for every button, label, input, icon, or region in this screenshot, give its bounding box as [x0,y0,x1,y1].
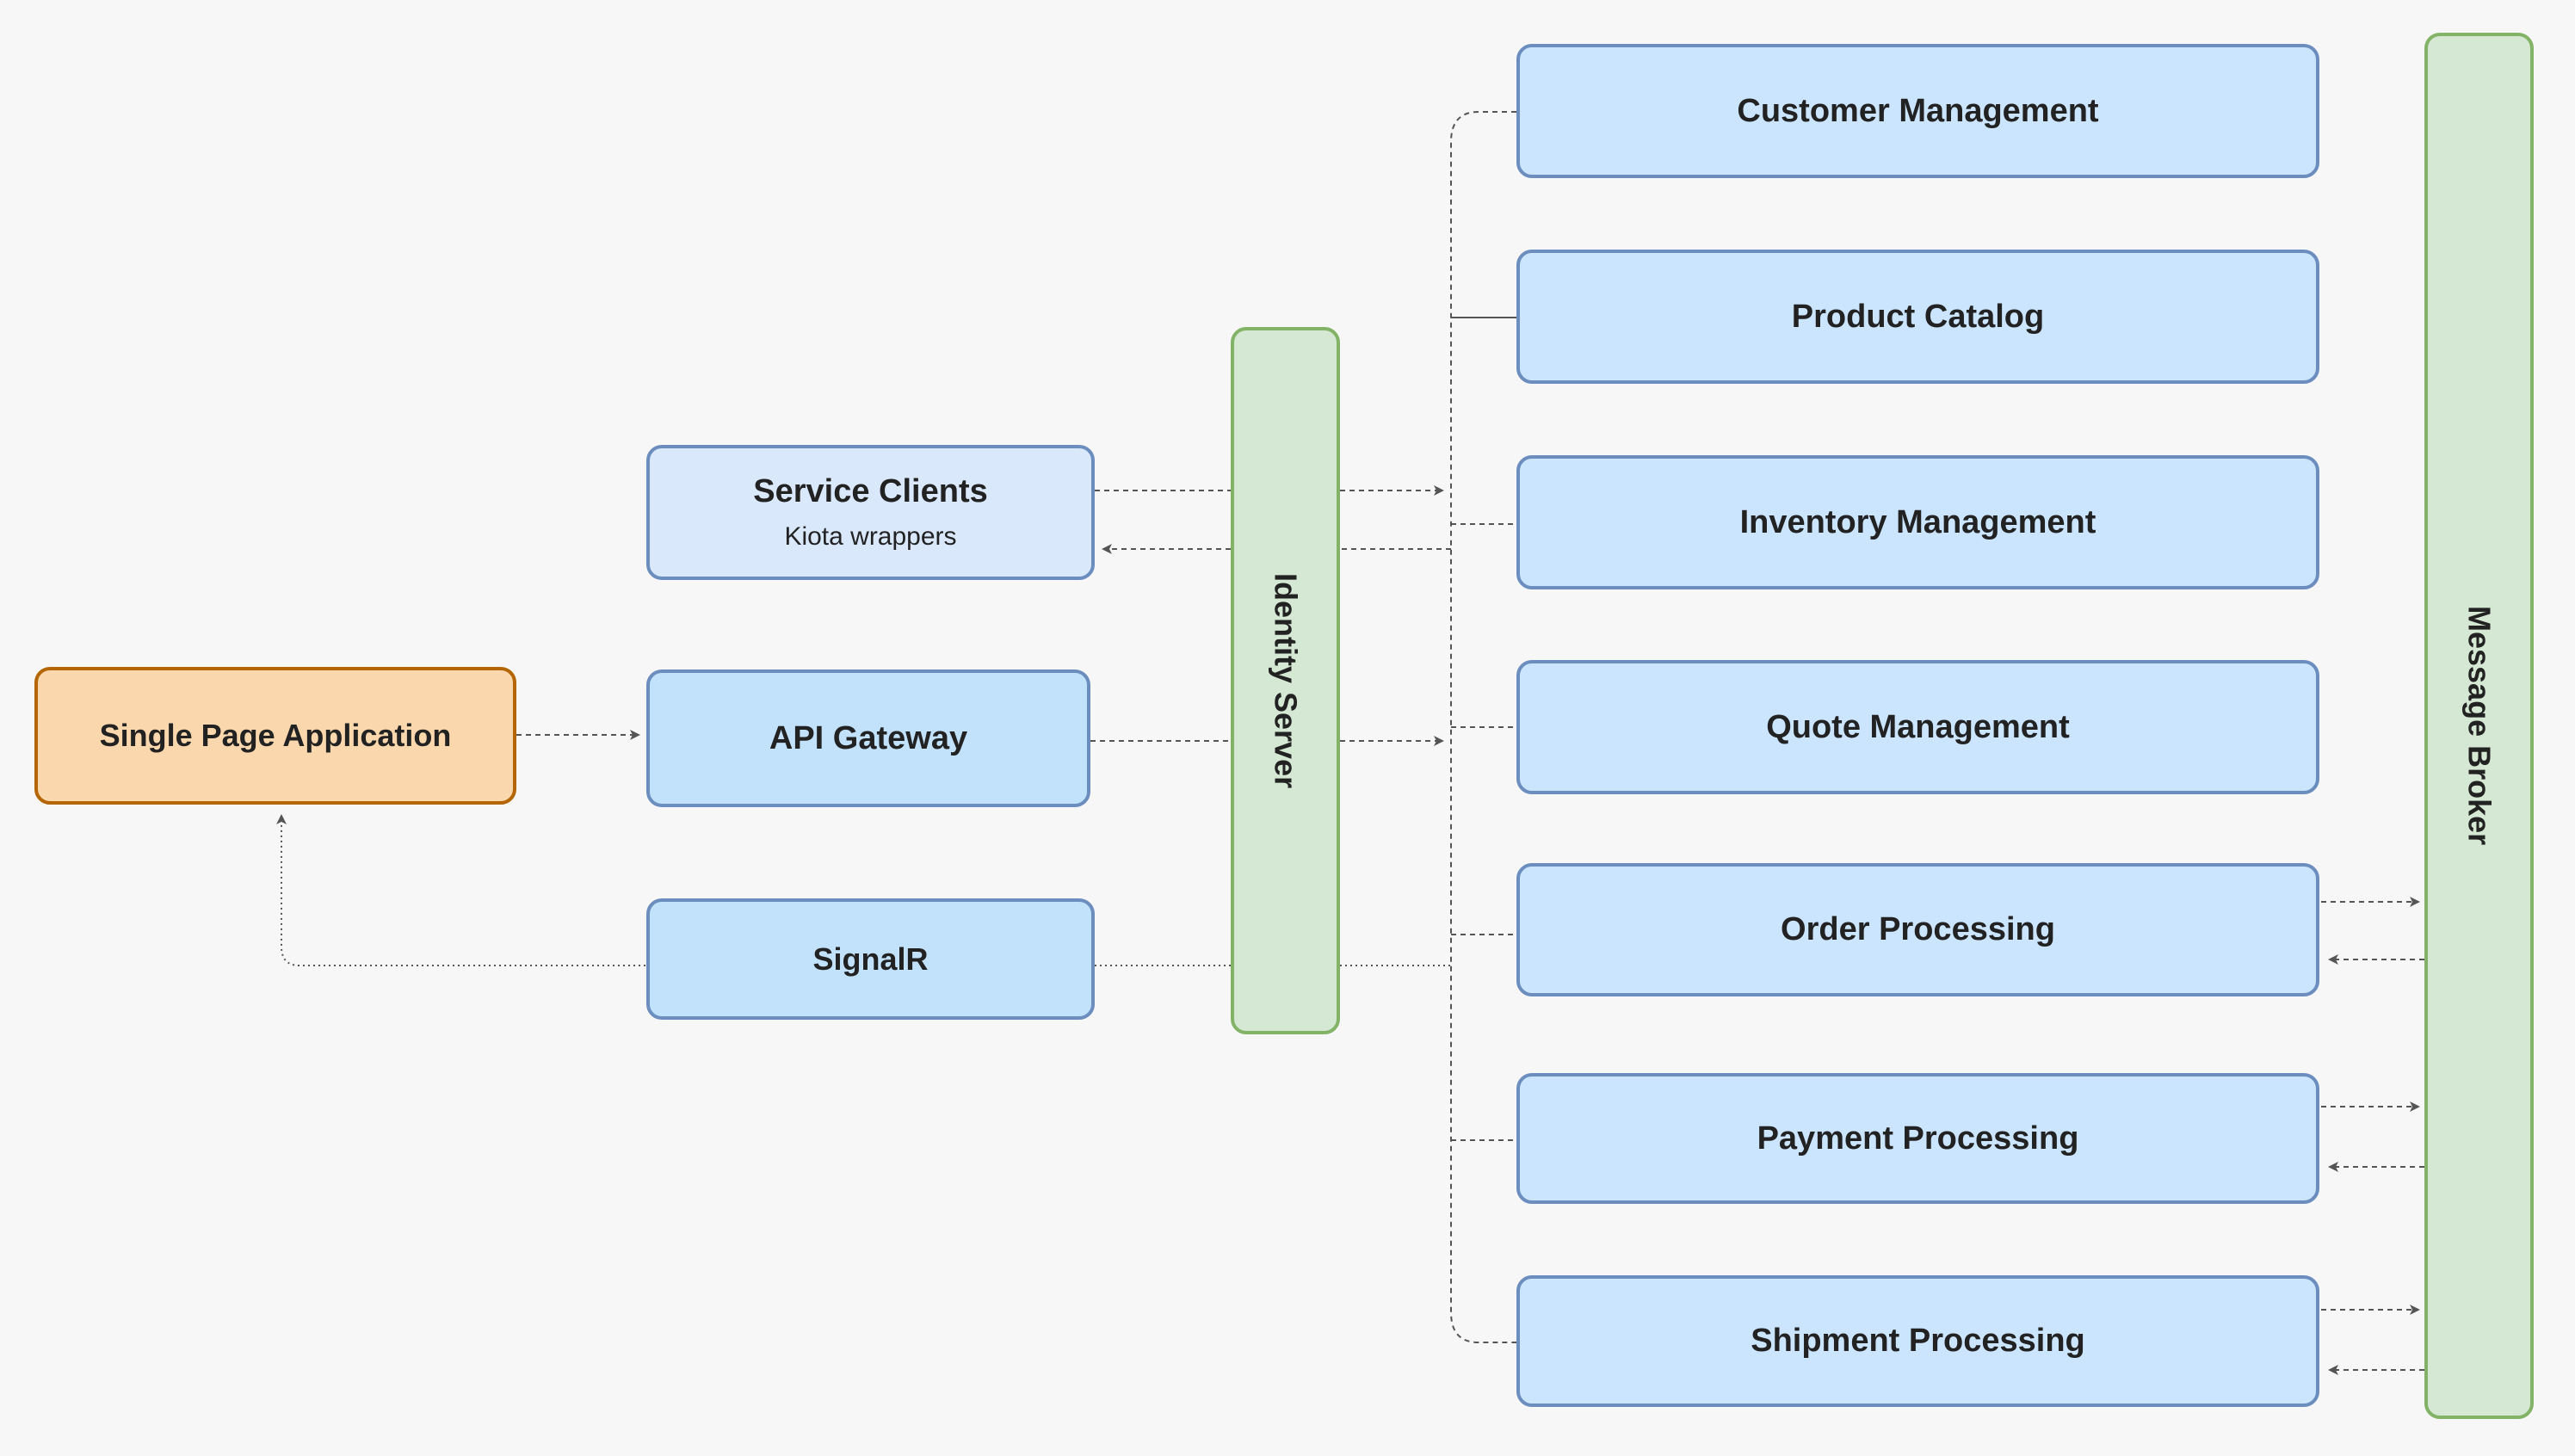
shipment-processing-label: Shipment Processing [1751,1323,2085,1359]
api-gateway-label: API Gateway [769,719,968,756]
service-bus-line [1450,111,1516,1343]
api-gateway-node[interactable]: API Gateway [646,669,1090,807]
service-clients-node[interactable]: Service Clients Kiota wrappers [646,445,1095,580]
order-processing-label: Order Processing [1781,911,2055,947]
customer-management-node[interactable]: Customer Management [1516,44,2319,178]
inventory-management-label: Inventory Management [1739,503,2096,540]
service-clients-title: Service Clients [753,473,988,509]
quote-management-node[interactable]: Quote Management [1516,660,2319,794]
signalr-to-spa-connector [276,814,645,966]
signalr-label: SignalR [812,941,929,977]
customer-management-label: Customer Management [1737,92,2099,129]
product-catalog-node[interactable]: Product Catalog [1516,250,2319,384]
identity-server-label: Identity Server [1268,572,1304,789]
quote-management-label: Quote Management [1766,708,2070,745]
spa-label: Single Page Application [99,718,452,753]
shipment-processing-node[interactable]: Shipment Processing [1516,1275,2319,1407]
single-page-application-node[interactable]: Single Page Application [34,667,516,805]
message-broker-label: Message Broker [2461,606,2498,846]
order-processing-node[interactable]: Order Processing [1516,863,2319,996]
payment-processing-node[interactable]: Payment Processing [1516,1073,2319,1204]
payment-processing-label: Payment Processing [1757,1120,2079,1157]
signalr-node[interactable]: SignalR [646,898,1095,1020]
inventory-management-node[interactable]: Inventory Management [1516,455,2319,589]
identity-server-node[interactable]: Identity Server [1231,327,1340,1034]
product-catalog-label: Product Catalog [1791,298,2045,335]
message-broker-node[interactable]: Message Broker [2424,33,2534,1419]
service-clients-subtitle: Kiota wrappers [784,522,957,551]
